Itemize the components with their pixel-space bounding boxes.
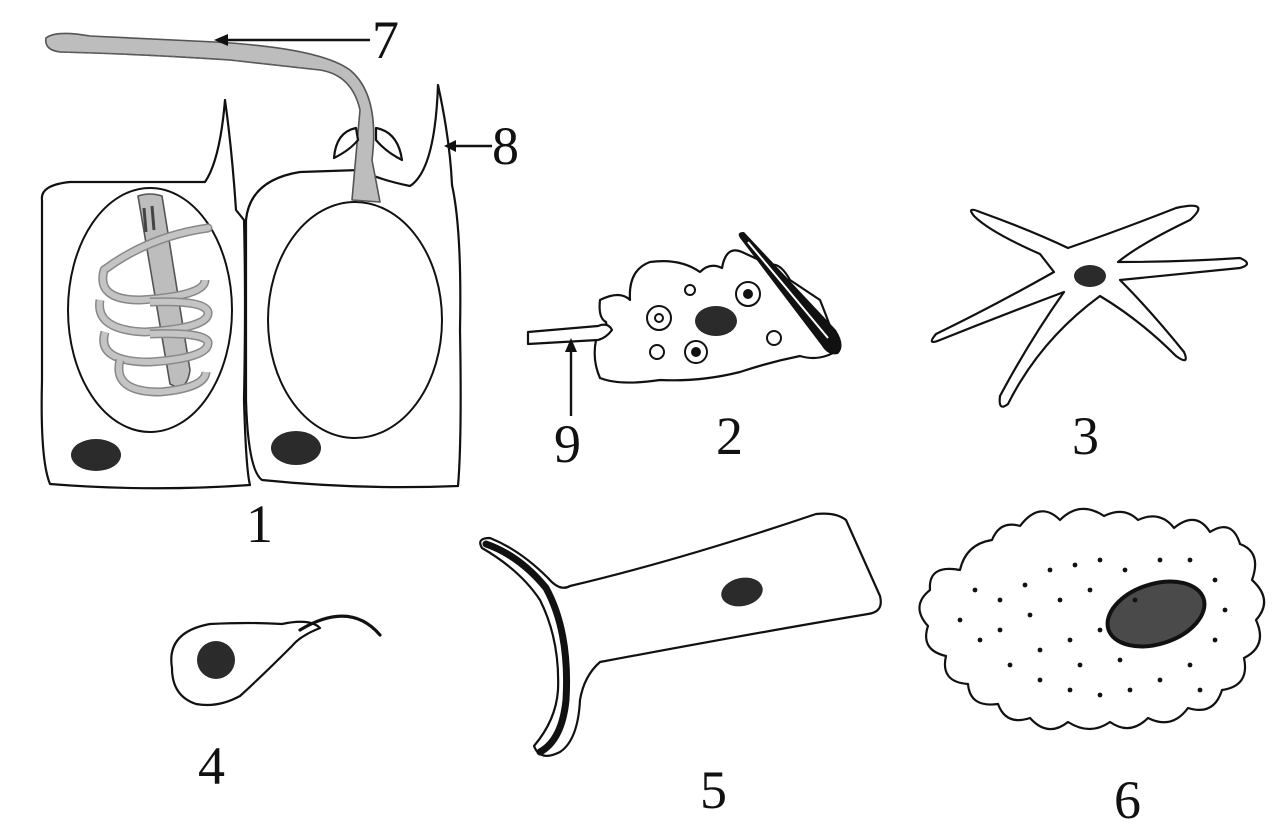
right-capsule [267, 201, 443, 439]
right-cell-body [244, 83, 462, 489]
left-cell-body [40, 98, 252, 490]
left-capsule [67, 187, 233, 433]
stylets [332, 126, 404, 162]
figure-4-nucleus [197, 641, 235, 679]
figure-4-flagellum [298, 614, 382, 637]
figure-6-nucleus [1105, 579, 1207, 649]
figure-5-rod [482, 540, 571, 756]
figure-5-nucleus [721, 577, 763, 607]
figure-4-flagellate [170, 614, 382, 707]
figure-2-cell [526, 232, 842, 384]
label-9: 9 [554, 414, 581, 474]
figure-3-stellate-cell [930, 204, 1249, 408]
right-cell-nucleus [271, 431, 321, 465]
figure-2-vacuoles [646, 281, 782, 364]
label-3: 3 [1072, 406, 1099, 466]
label-2: 2 [716, 406, 743, 466]
label-7: 7 [372, 10, 399, 70]
figure-2-pseudopod [526, 323, 614, 346]
figure-3-nucleus [1074, 265, 1106, 287]
figure-5-cell [479, 512, 882, 757]
label-4: 4 [198, 736, 225, 796]
figure-6-lobed-cell [918, 507, 1266, 731]
pointer-8: 8 [444, 116, 519, 176]
pointer-9: 9 [554, 338, 581, 474]
pointer-7: 7 [214, 10, 399, 70]
coiled-thread [95, 193, 213, 397]
label-6: 6 [1114, 770, 1141, 830]
figure-6-granules [957, 557, 1228, 698]
left-cell-nucleus [71, 439, 121, 471]
figure-2-nucleus [695, 306, 737, 336]
label-1: 1 [246, 494, 273, 554]
label-8: 8 [492, 116, 519, 176]
figure-1-cnidocytes [40, 32, 462, 490]
label-5: 5 [700, 760, 727, 820]
